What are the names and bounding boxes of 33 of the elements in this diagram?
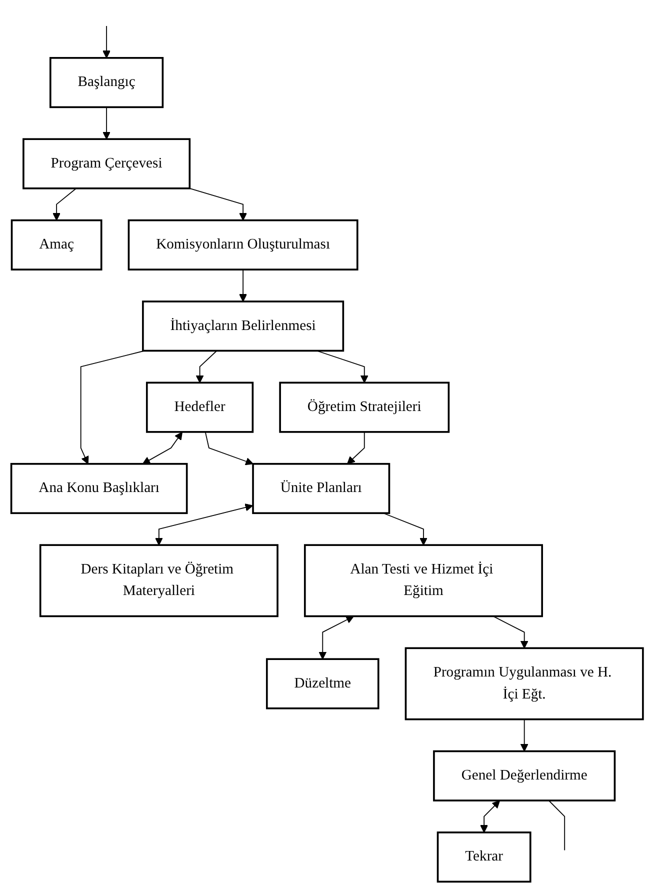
arrow: [520, 718, 529, 752]
node-box: Komisyonların Oluşturulması: [128, 219, 359, 270]
node-box: Genel Değerlendirme: [433, 750, 616, 802]
node-box: Başlangıç: [50, 57, 164, 108]
arrow: [155, 504, 254, 546]
arrow: [319, 616, 354, 660]
arrow: [189, 188, 248, 221]
node-box: Ders Kitapları ve Öğretim Materyalleri: [40, 544, 279, 618]
node-box: Ana Konu Başlıkları: [10, 462, 188, 514]
arrow: [239, 269, 248, 302]
arrow: [52, 188, 78, 221]
arrow: [196, 350, 218, 384]
node-box: Düzeltme: [266, 658, 380, 710]
connector: [548, 800, 566, 851]
arrow: [316, 350, 369, 384]
node-box: Hedefler: [146, 382, 254, 433]
node-box: Program Çerçevesi: [22, 138, 191, 190]
arrow: [480, 800, 500, 833]
arrow: [102, 26, 111, 58]
arrow: [205, 431, 254, 466]
node-box: İhtiyaçların Belirlenmesi: [142, 300, 344, 352]
node-box: Tekrar: [437, 832, 532, 883]
arrow: [80, 350, 146, 464]
node-box: Ünite Planları: [252, 462, 390, 514]
arrow: [102, 106, 111, 140]
node-box: Öğretim Stratejileri: [280, 382, 450, 433]
node-box: Programın Uygulanması ve H. İçi Eğt.: [405, 647, 644, 720]
arrow: [493, 616, 529, 648]
arrow: [347, 431, 366, 464]
arrow: [142, 432, 183, 464]
arrow: [383, 512, 428, 546]
node-box: Amaç: [11, 219, 103, 270]
node-box: Alan Testi ve Hizmet İçi Eğitim: [304, 544, 544, 618]
